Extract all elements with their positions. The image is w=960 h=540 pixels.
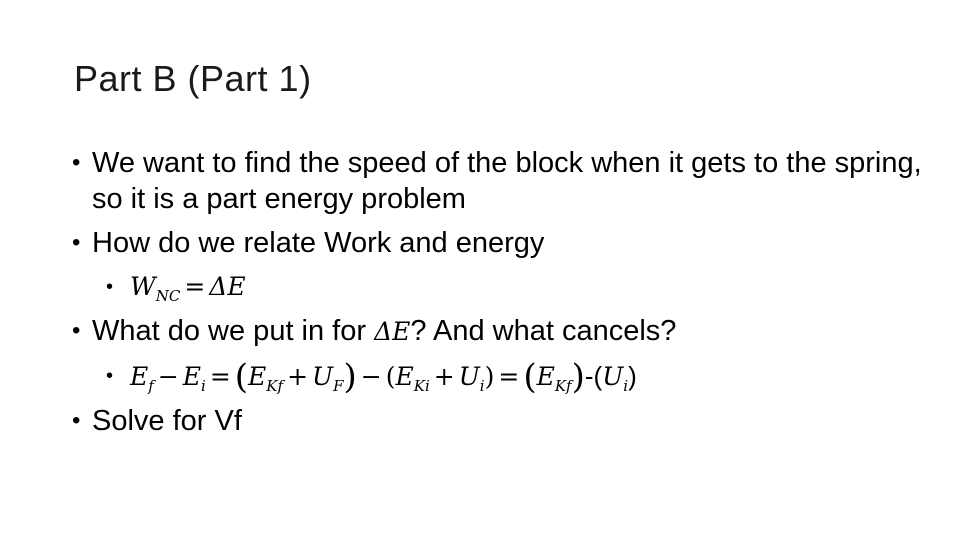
- math-symbol: E: [248, 362, 267, 391]
- bullet-dot: •: [72, 407, 81, 434]
- math-paren: ): [484, 362, 495, 391]
- math-operator: +: [433, 362, 455, 391]
- slide-title: Part B (Part 1): [74, 58, 312, 99]
- math-subscript: F: [333, 377, 344, 395]
- math-paren: (: [523, 357, 537, 397]
- math-subscript: Kf: [266, 377, 284, 395]
- math-symbol: W: [130, 272, 156, 301]
- math-operator: −: [360, 362, 382, 391]
- math-paren: (: [234, 357, 249, 397]
- math-subscript: i: [201, 377, 206, 395]
- math-subscript: Ki: [413, 377, 430, 395]
- bullet-text-part: ? And what cancels?: [410, 315, 677, 347]
- bullet-item: • What do we put in for ΔE? And what can…: [72, 313, 952, 350]
- math-subscript: NC: [155, 287, 181, 305]
- math-operator: +: [287, 362, 309, 391]
- math-paren: (: [385, 362, 396, 391]
- math-symbol: U: [312, 362, 334, 391]
- bullet-text-part: What do we put in for: [92, 315, 375, 347]
- math-paren: -(: [584, 361, 603, 391]
- math-symbol: E: [536, 362, 555, 391]
- bullet-dot: •: [72, 149, 81, 176]
- bullet-text: How do we relate Work and energy: [92, 227, 545, 259]
- math-symbol: U: [458, 362, 480, 391]
- math-operator: =: [498, 362, 520, 391]
- math-subscript: i: [479, 377, 485, 395]
- math-subscript: f: [148, 377, 154, 395]
- math-symbol: U: [602, 362, 624, 391]
- math-operator: =: [209, 362, 231, 391]
- math-paren: ): [343, 357, 357, 397]
- bullet-dot: •: [72, 317, 81, 344]
- sub-bullet-item: • Ef−Ei=(EKf+UF)−(EKi+Ui)=(EKf)-(Ui): [72, 358, 952, 395]
- math-paren: ): [571, 357, 585, 397]
- bullet-dot: •: [72, 229, 81, 256]
- bullet-text: Solve for Vf: [92, 405, 242, 437]
- math-symbol: E: [130, 362, 149, 391]
- bullet-dot: •: [106, 276, 114, 298]
- energy-equation: Ef−Ei=(EKf+UF)−(EKi+Ui)=(EKf)-(Ui): [106, 358, 952, 395]
- math-operator: −: [157, 362, 179, 391]
- math-symbol: ΔE: [209, 272, 246, 301]
- sub-bullet-item: • WNC=ΔE: [72, 269, 952, 305]
- bullet-item: • Solve for Vf: [72, 403, 952, 439]
- math-operator: =: [184, 272, 206, 301]
- bullet-item: • We want to find the speed of the block…: [72, 145, 952, 217]
- work-energy-equation: WNC=ΔE: [106, 269, 952, 305]
- math-paren: ): [628, 361, 637, 391]
- bullet-list: • We want to find the speed of the block…: [72, 145, 952, 447]
- bullet-dot: •: [106, 365, 114, 387]
- math-symbol: E: [182, 362, 202, 391]
- math-subscript: Kf: [554, 377, 572, 395]
- bullet-text: What do we put in for ΔE? And what cance…: [72, 313, 952, 350]
- math-subscript: i: [623, 377, 629, 395]
- bullet-text: We want to find the speed of the block w…: [92, 147, 922, 215]
- math-symbol: ΔE: [374, 317, 411, 346]
- bullet-item: • How do we relate Work and energy: [72, 225, 952, 261]
- math-symbol: E: [395, 362, 414, 391]
